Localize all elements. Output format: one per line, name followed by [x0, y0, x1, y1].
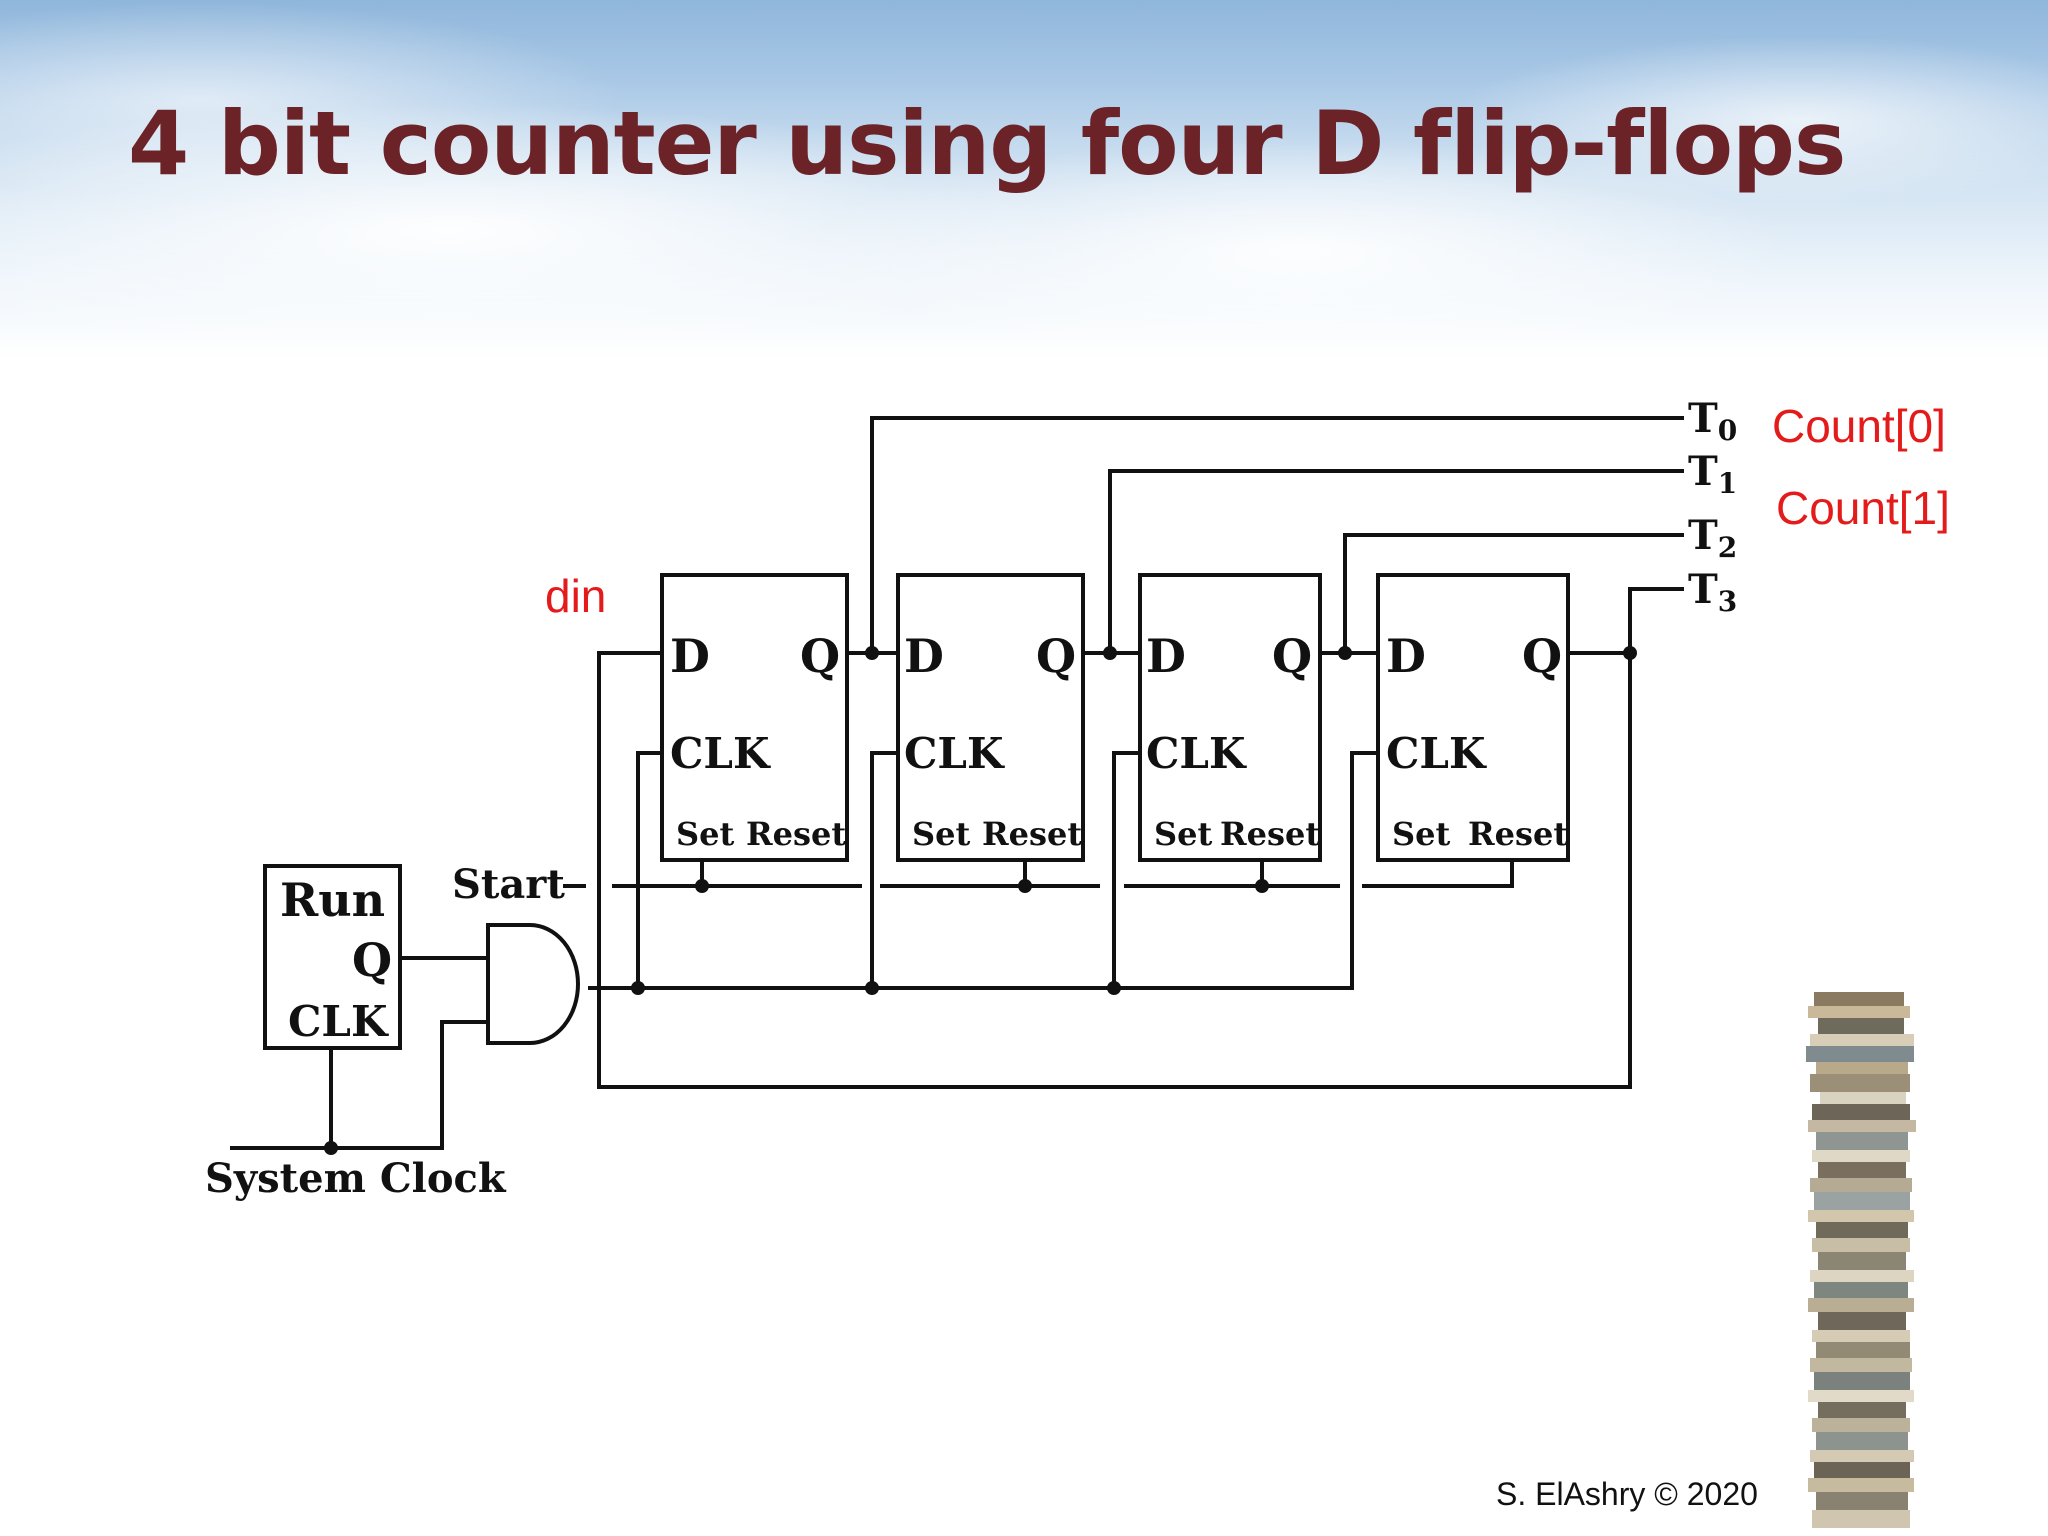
slide-title: 4 bit counter using four D flip-flops: [128, 92, 1846, 195]
wire-feedback: [597, 651, 1632, 1089]
run-q-label: Q: [352, 933, 392, 987]
book-stack-image: [1806, 992, 1916, 1528]
ff1-clk-label: CLK: [670, 729, 771, 778]
ff1-set-label: Set: [676, 815, 734, 853]
wire-clock-bus: [588, 751, 1380, 990]
ff2-set-label: Set: [912, 815, 970, 853]
wire-t3: [1628, 587, 1684, 655]
flip-flop-1: [660, 573, 849, 862]
flip-flop-3: [1138, 573, 1322, 862]
ff2-reset-label: Reset: [982, 815, 1082, 853]
start-label: Start: [452, 861, 565, 908]
wire-start-bus: [563, 858, 1514, 888]
ff2-d-label: D: [904, 629, 944, 683]
flip-flop-2: [896, 573, 1085, 862]
and-gate: [486, 923, 580, 1045]
output-t0: T0: [1688, 395, 1737, 447]
ff4-reset-label: Reset: [1468, 815, 1568, 853]
din-annotation: din: [545, 570, 606, 622]
wire-t2: [1343, 533, 1684, 655]
ff4-d-label: D: [1386, 629, 1426, 683]
ff2-clk-label: CLK: [904, 729, 1005, 778]
ff1-d-label: D: [670, 629, 710, 683]
run-label: Run: [280, 873, 385, 927]
ff1-reset-label: Reset: [746, 815, 846, 853]
count0-annotation: Count[0]: [1772, 400, 1946, 452]
system-clock-label: System Clock: [205, 1155, 507, 1202]
ff3-d-label: D: [1146, 629, 1186, 683]
ff4-clk-label: CLK: [1386, 729, 1487, 778]
ff4-q-label: Q: [1522, 629, 1562, 683]
output-t1: T1: [1688, 448, 1737, 500]
wire-t1: [1108, 469, 1684, 655]
run-clk-label: CLK: [288, 997, 389, 1046]
count1-annotation: Count[1]: [1776, 482, 1950, 534]
ff3-q-label: Q: [1272, 629, 1312, 683]
flip-flop-4: [1376, 573, 1570, 862]
output-t3: T3: [1688, 566, 1737, 618]
wire-clk3: [1112, 751, 1142, 990]
wire-clk1: [636, 751, 664, 990]
ff1-q-label: Q: [800, 629, 840, 683]
wire-t0: [870, 416, 1684, 655]
ff3-reset-label: Reset: [1220, 815, 1320, 853]
copyright-footer: S. ElAshry © 2020: [1496, 1476, 1758, 1512]
ff2-q-label: Q: [1036, 629, 1076, 683]
ff3-clk-label: CLK: [1146, 729, 1247, 778]
ff4-set-label: Set: [1392, 815, 1450, 853]
sky-background: [0, 0, 2048, 360]
ff3-set-label: Set: [1154, 815, 1212, 853]
wire-clk2: [870, 751, 900, 990]
output-t2: T2: [1688, 512, 1737, 564]
wire-sysclk-and: [440, 1020, 490, 1150]
